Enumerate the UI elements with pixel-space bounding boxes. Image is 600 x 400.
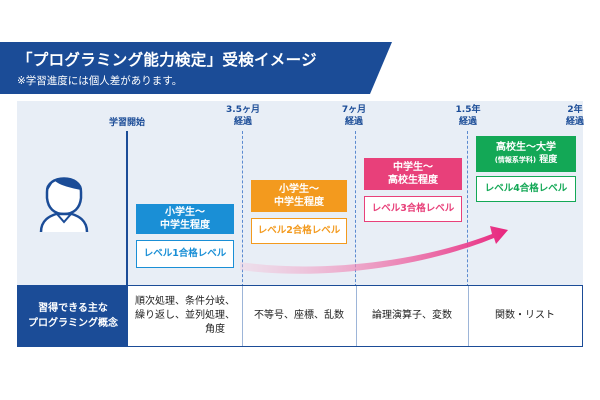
marker-1: 3.5ヶ月 経過 <box>215 104 271 128</box>
concept-cell-4: 関数・リスト <box>495 310 555 321</box>
stage-4-grade-note: (情報系学科) <box>494 156 537 164</box>
stage-4-level: レベル4合格レベル <box>476 176 576 202</box>
stage-2-grade-line1: 小学生〜 <box>279 184 319 195</box>
concept-divider-3 <box>468 286 469 346</box>
stage-4-grade-line1: 高校生〜大学 <box>496 142 556 153</box>
concept-cell-1: 順次処理、条件分岐、 繰り返し、並列処理、 角度 <box>128 286 242 346</box>
start-line <box>126 131 128 287</box>
marker-2-bottom: 経過 <box>344 117 363 127</box>
stage-4-grade: 高校生〜大学 (情報系学科) 程度 <box>476 136 576 172</box>
stage-2-level: レベル2合格レベル <box>251 218 347 244</box>
concept-cell-1-line3: 角度 <box>205 324 225 335</box>
marker-3-bottom: 経過 <box>458 117 477 127</box>
marker-4: 2年 経過 <box>555 104 595 128</box>
concept-label-line1: 習得できる主な <box>38 303 108 314</box>
marker-2-top: 7ヶ月 <box>341 105 367 115</box>
stage-3-grade-line2: 高校生程度 <box>388 175 438 186</box>
divider-line-1 <box>242 131 243 287</box>
concept-label: 習得できる主な プログラミング概念 <box>18 286 128 346</box>
page-title: 「プログラミング能力検定」受検イメージ <box>17 51 317 69</box>
marker-4-bottom: 経過 <box>565 117 584 127</box>
stage-1-level: レベル1合格レベル <box>136 240 234 268</box>
marker-1-top: 3.5ヶ月 <box>226 105 260 115</box>
concept-cell-1-line1: 順次処理、条件分岐、 <box>135 296 235 307</box>
stage-1-grade: 小学生〜 中学生程度 <box>136 204 234 234</box>
concept-cell-2: 不等号、座標、乱数 <box>254 310 344 321</box>
concept-cell-3: 論理演算子、変数 <box>372 310 452 321</box>
concept-divider-1 <box>242 286 243 346</box>
divider-line-3 <box>467 131 468 287</box>
marker-4-top: 2年 <box>567 105 583 115</box>
stage-4-grade-suffix: 程度 <box>539 155 558 165</box>
page-subtitle: ※学習進度には個人差があります。 <box>17 75 183 87</box>
stage-3-grade-line1: 中学生〜 <box>393 162 433 173</box>
stage-2-grade-line2: 中学生程度 <box>274 197 324 208</box>
title-banner: 「プログラミング能力検定」受検イメージ ※学習進度には個人差があります。 <box>0 42 392 94</box>
concept-cell-1-line2: 繰り返し、並列処理、 <box>135 310 235 321</box>
marker-3-top: 1.5年 <box>455 105 481 115</box>
marker-1-bottom: 経過 <box>233 117 252 127</box>
concept-divider-2 <box>356 286 357 346</box>
stage-1-grade-line2: 中学生程度 <box>160 220 210 231</box>
start-label: 学習開始 <box>108 118 145 128</box>
stage-1-grade-line1: 小学生〜 <box>165 207 205 218</box>
stage-2-grade: 小学生〜 中学生程度 <box>251 180 347 212</box>
stage-3-grade: 中学生〜 高校生程度 <box>364 158 462 190</box>
stage-4-grade-line2: (情報系学科) 程度 <box>476 154 576 166</box>
concept-row: 習得できる主な プログラミング概念 順次処理、条件分岐、 繰り返し、並列処理、 … <box>17 285 583 347</box>
person-icon <box>39 177 89 233</box>
marker-3: 1.5年 経過 <box>440 104 496 128</box>
stage-3-level: レベル3合格レベル <box>364 196 462 222</box>
marker-2: 7ヶ月 経過 <box>326 104 382 128</box>
divider-line-2 <box>355 131 356 287</box>
concept-label-line2: プログラミング概念 <box>28 318 118 329</box>
